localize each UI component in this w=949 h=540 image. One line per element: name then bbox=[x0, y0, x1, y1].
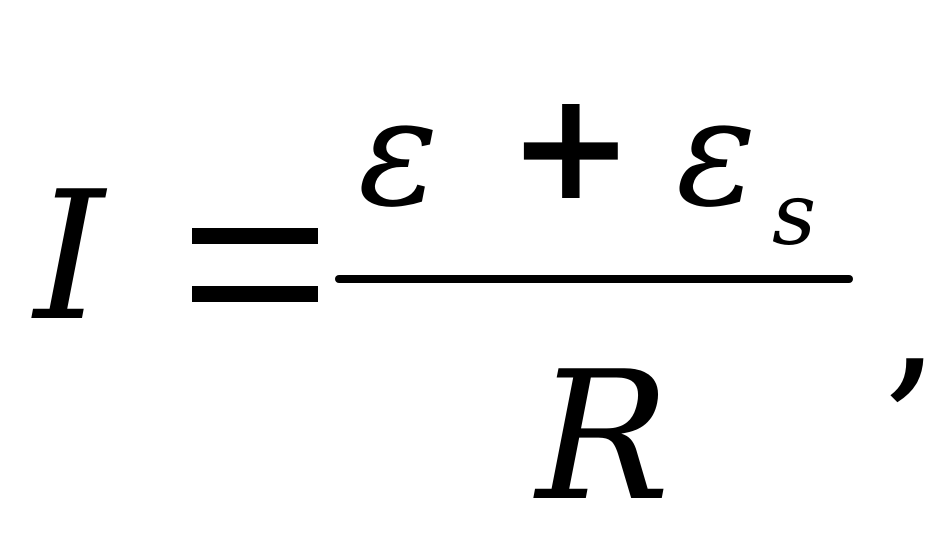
formula-canvas: I ε + ε s R , bbox=[34, 60, 941, 540]
numerator-epsilon-s: ε bbox=[676, 66, 757, 240]
numerator-epsilon: ε bbox=[358, 66, 439, 240]
numerator-plus-sign: + bbox=[508, 60, 634, 234]
equals-sign-bottom-bar bbox=[192, 286, 318, 302]
variable-i: I bbox=[34, 153, 105, 360]
equals-sign bbox=[192, 228, 318, 306]
denominator-r: R bbox=[536, 333, 671, 540]
equals-sign-top-bar bbox=[192, 228, 318, 244]
trailing-comma: , bbox=[884, 213, 941, 420]
numerator-subscript-s: s bbox=[772, 165, 817, 265]
fraction-bar bbox=[335, 275, 853, 283]
